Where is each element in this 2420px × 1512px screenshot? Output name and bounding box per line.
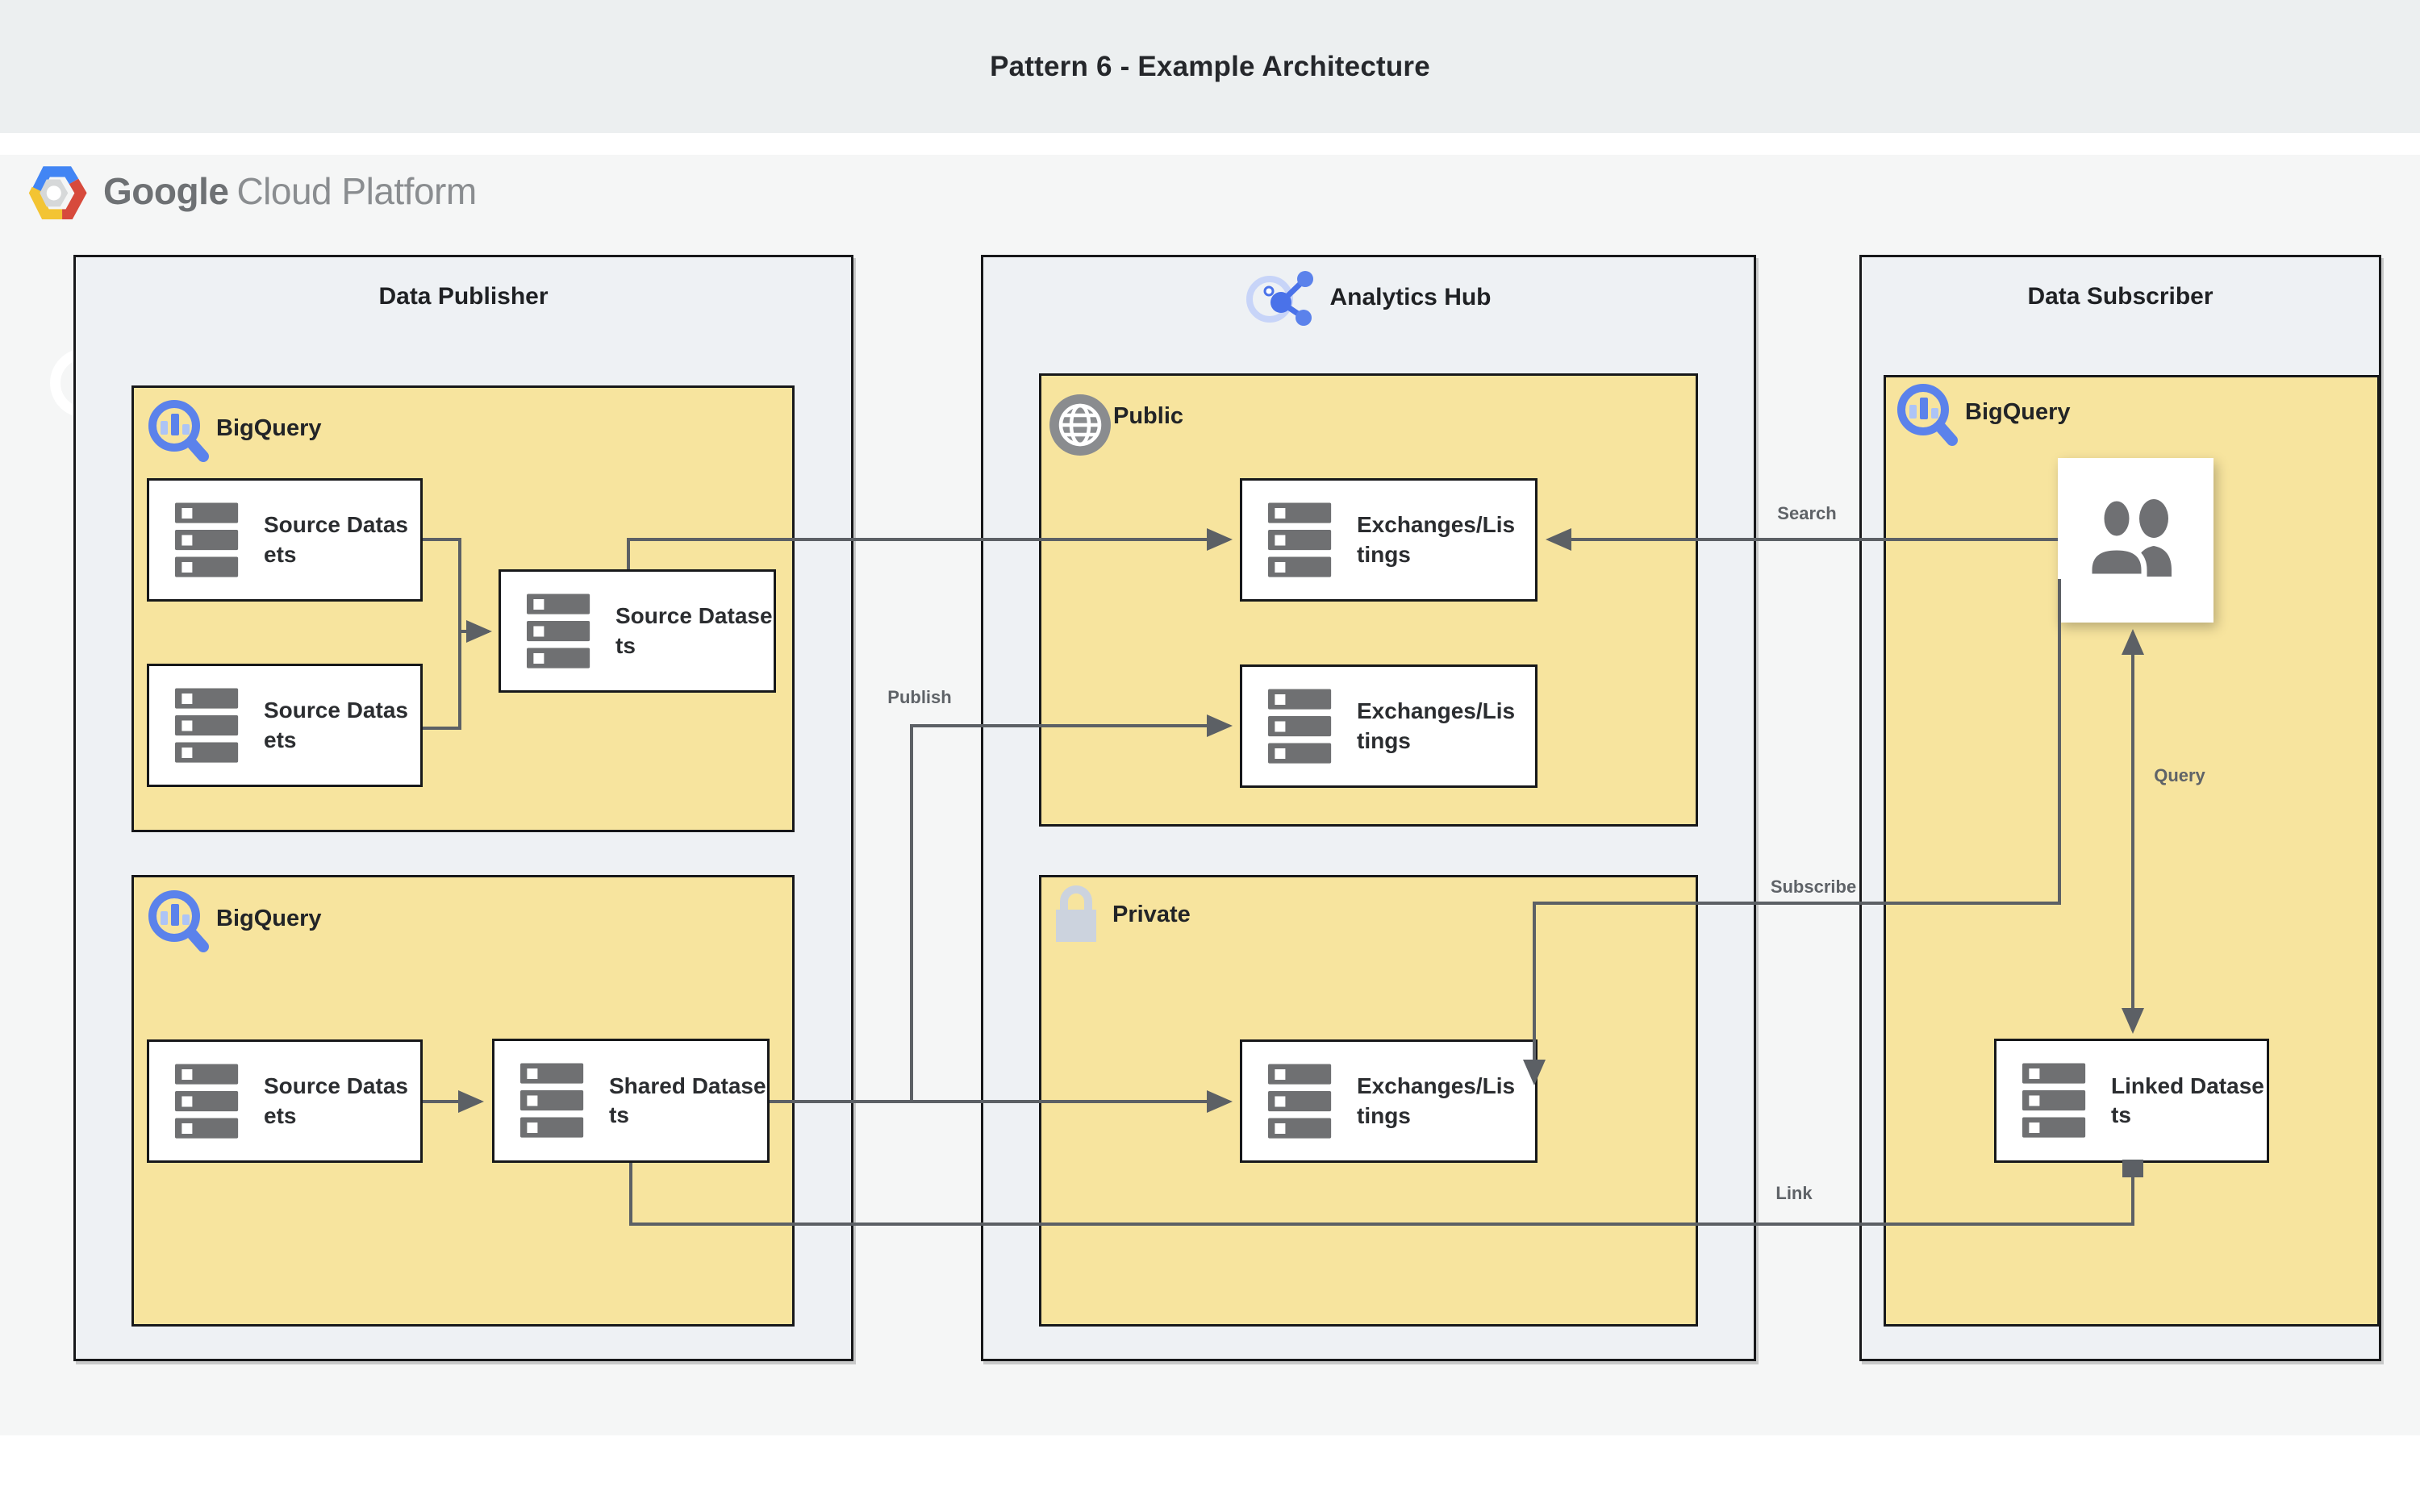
node-source-datasets-3: Source Datasets: [147, 1039, 423, 1163]
node-label: Exchanges/Listings: [1357, 1073, 1516, 1128]
bigquery-header-subscriber: BigQuery: [1894, 381, 2071, 455]
node-label: Shared Datasets: [609, 1073, 766, 1127]
node-label: Exchanges/Listings: [1357, 698, 1516, 753]
bigquery-header-publisher-top: BigQuery: [145, 397, 322, 471]
node-source-datasets-1: Source Datasets: [147, 478, 423, 602]
bigquery-label: BigQuery: [1965, 398, 2071, 425]
lock-icon: [1056, 885, 1096, 942]
banner-divider: [0, 133, 2420, 155]
group-title-data-publisher: Data Publisher: [378, 283, 549, 310]
dataset-icon: [175, 688, 240, 764]
node-source-datasets-merged: Source Datasets: [499, 569, 776, 693]
node-label: Source Datasets: [615, 603, 773, 658]
node-label: Source Datasets: [264, 698, 408, 752]
page-title: Pattern 6 - Example Architecture: [990, 50, 1430, 82]
dataset-icon: [1268, 502, 1333, 578]
edge-label-search: Search: [1777, 503, 1837, 523]
bigquery-icon: [145, 887, 213, 961]
public-label: Public: [1113, 402, 1184, 429]
logo-google-text: Google: [103, 170, 229, 212]
node-exchanges-listings-public-2: Exchanges/Listings: [1240, 664, 1538, 788]
node-exchanges-listings-private: Exchanges/Listings: [1240, 1039, 1538, 1163]
title-banner: Pattern 6 - Example Architecture: [0, 0, 2420, 133]
gcp-hexagon-icon: [28, 166, 87, 219]
node-linked-datasets: Linked Datasets: [1994, 1039, 2269, 1163]
node-exchanges-listings-public-1: Exchanges/Listings: [1240, 478, 1538, 602]
group-title-data-subscriber: Data Subscriber: [2027, 283, 2213, 310]
edge-label-link: Link: [1775, 1183, 1813, 1203]
dataset-icon: [527, 594, 591, 669]
node-label: Source Datasets: [264, 512, 408, 567]
analytics-hub-header: Analytics Hub: [981, 271, 1756, 326]
public-header: Public: [1049, 394, 1183, 456]
dataset-icon: [2022, 1063, 2087, 1139]
edge-label-query: Query: [2154, 765, 2205, 785]
node-label: Source Datasets: [264, 1073, 408, 1128]
bigquery-icon: [1894, 381, 1962, 455]
subscriber-users-card: [2058, 458, 2213, 623]
dataset-icon: [520, 1063, 585, 1139]
analytics-hub-icon: [1246, 271, 1314, 326]
dataset-icon: [1268, 1064, 1333, 1139]
bigquery-header-publisher-bottom: BigQuery: [145, 887, 322, 961]
globe-icon: [1049, 394, 1111, 456]
private-label: Private: [1112, 901, 1191, 927]
node-source-datasets-2: Source Datasets: [147, 664, 423, 787]
edge-label-subscribe: Subscribe: [1770, 877, 1857, 897]
group-title-analytics-hub: Analytics Hub: [1329, 284, 1492, 310]
node-label: Exchanges/Listings: [1357, 512, 1516, 567]
logo-cloud-platform-text: Cloud Platform: [236, 170, 477, 212]
bigquery-label: BigQuery: [216, 905, 322, 931]
dataset-icon: [175, 1064, 240, 1139]
bigquery-label: BigQuery: [216, 414, 322, 441]
node-label: Linked Datasets: [2111, 1073, 2264, 1127]
edge-label-publish: Publish: [887, 687, 952, 707]
private-header: Private: [1053, 884, 1191, 943]
dataset-icon: [1268, 689, 1333, 764]
bigquery-icon: [145, 397, 213, 471]
two-people-icon: [2086, 495, 2172, 580]
dataset-icon: [175, 502, 240, 578]
node-shared-datasets: Shared Datasets: [492, 1039, 770, 1163]
